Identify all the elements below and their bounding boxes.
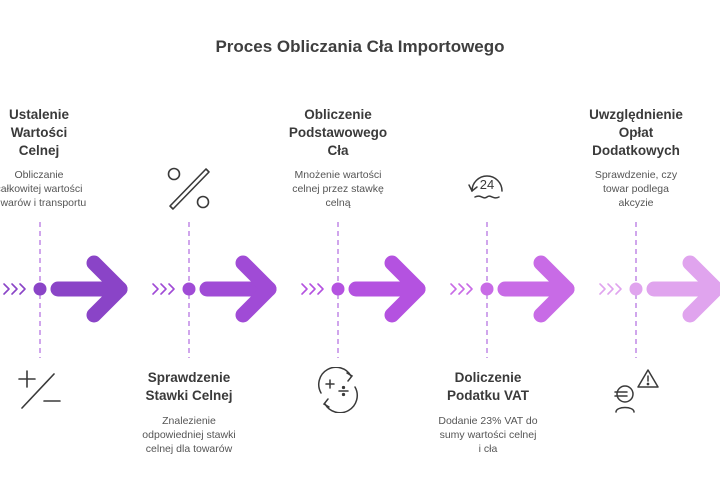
stage-title-line: Wartości (10, 125, 68, 140)
stage-title-line: Doliczenie (454, 370, 522, 385)
svg-text:24: 24 (480, 177, 494, 192)
stage-desc-line: Obliczanie (14, 169, 64, 181)
stage-node (33, 282, 47, 296)
plus-minus-icon (18, 370, 61, 409)
stage-node (182, 282, 196, 296)
stage-title: Sprawdzenie Stawki Celnej (124, 369, 254, 405)
stage-description: Znalezienie odpowiedniej stawki celnej d… (124, 414, 254, 456)
arrow-head (533, 255, 575, 323)
stage-node (480, 282, 494, 296)
stage-desc-line: odpowiedniej stawki (142, 429, 236, 441)
stage-title-line: Cła (327, 143, 349, 158)
stage-desc-line: całkowitej wartości (0, 183, 83, 195)
stage-node (331, 282, 345, 296)
stage-desc-line: celnej dla towarów (145, 443, 233, 455)
stage-desc-line: Dodanie 23% VAT do (438, 415, 538, 427)
stage-title-line: Podstawowego (288, 125, 388, 140)
stage-title: Obliczenie Podstawowego Cła (273, 106, 403, 160)
chevron-mark (309, 283, 316, 295)
chevron-mark (168, 283, 175, 295)
chevron-mark (317, 283, 324, 295)
chevron-mark (160, 283, 167, 295)
chevron-mark (11, 283, 18, 295)
stage-desc-line: celną (325, 197, 351, 209)
stage-node (629, 282, 643, 296)
stage-desc-line: celnej przez stawkę (292, 183, 384, 195)
stage-title-line: Opłat (618, 125, 654, 140)
chevron-mark (599, 283, 606, 295)
percent-icon (167, 167, 210, 210)
stage-description: Obliczanie całkowitej wartości towarów i… (0, 168, 104, 210)
chevron-mark (450, 283, 457, 295)
stage-description: Sprawdzenie, czy towar podlega akcyzie (571, 168, 701, 210)
arrow-head (86, 255, 128, 323)
stage-desc-line: Sprawdzenie, czy (594, 169, 678, 181)
stage-title-line: Celnej (18, 143, 60, 158)
stage-desc-line: sumy wartości celnej (439, 429, 537, 441)
arrow-head (384, 255, 426, 323)
stage-title: Ustalenie Wartości Celnej (0, 106, 104, 160)
arrow-head (682, 255, 720, 323)
stage-desc-line: towar podlega (603, 183, 669, 195)
chevron-mark (3, 283, 10, 295)
chevron-mark (607, 283, 614, 295)
stage-desc-line: Mnożenie wartości (294, 169, 382, 181)
diagram-title: Proces Obliczania Cła Importowego (215, 37, 505, 56)
stage-title-line: Uwzględnienie (589, 107, 683, 122)
chevron-mark (19, 283, 26, 295)
24-hour-icon: 24 (468, 175, 503, 199)
stage-title-line: Podatku VAT (446, 388, 529, 403)
calculation-cycle-icon (318, 367, 358, 413)
chevron-mark (301, 283, 308, 295)
euro-warning-icon (614, 369, 659, 413)
stage-desc-line: i cła (478, 443, 498, 455)
chevron-mark (466, 283, 473, 295)
stage-title-line: Dodatkowych (592, 143, 680, 158)
stage-title: Doliczenie Podatku VAT (423, 369, 553, 405)
stage-title-line: Obliczenie (304, 107, 372, 122)
stage-desc-line: Znalezienie (162, 415, 216, 427)
stage-title: Uwzględnienie Opłat Dodatkowych (571, 106, 701, 160)
stage-desc-line: akcyzie (618, 197, 654, 209)
chevron-mark (152, 283, 159, 295)
stage-description: Dodanie 23% VAT do sumy wartości celnej … (423, 414, 553, 456)
chevron-mark (615, 283, 622, 295)
chevron-mark (458, 283, 465, 295)
stage-desc-line: towarów i transportu (0, 197, 87, 209)
stage-title-line: Sprawdzenie (147, 370, 231, 385)
stage-description: Mnożenie wartości celnej przez stawkę ce… (273, 168, 403, 210)
stage-title-line: Stawki Celnej (145, 388, 233, 403)
arrow-head (235, 255, 277, 323)
stage-title-line: Ustalenie (8, 107, 70, 122)
